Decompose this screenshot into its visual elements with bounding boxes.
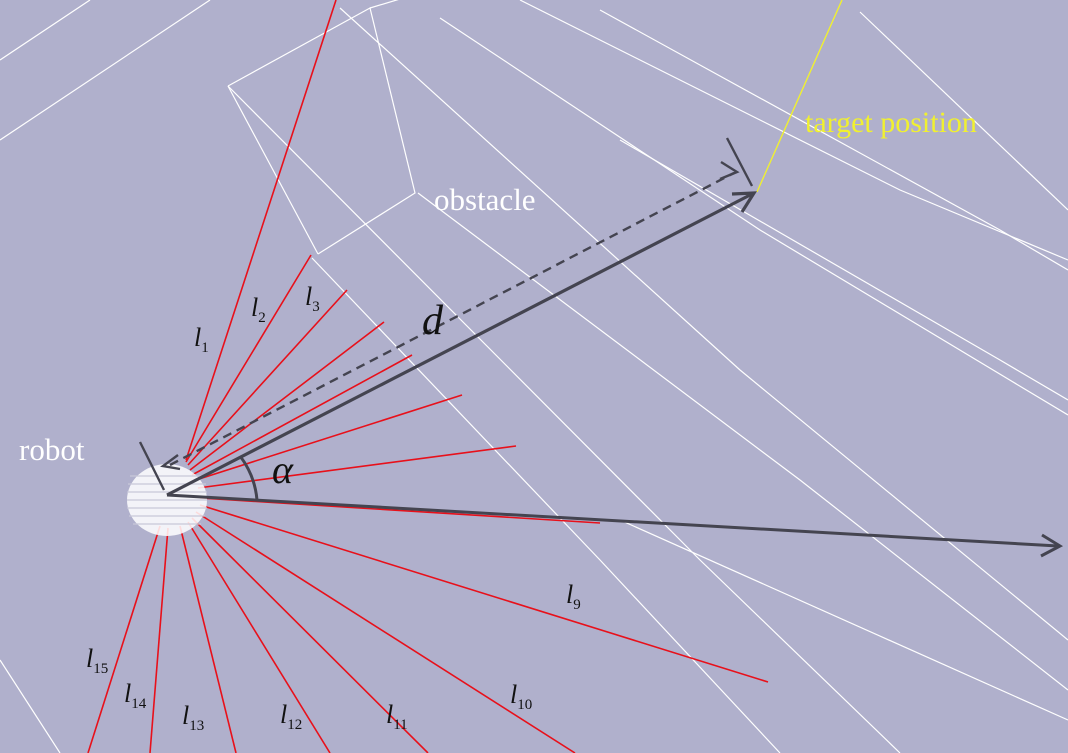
sensor-ray-9 (199, 504, 769, 683)
ray-label-l1: l1 (194, 323, 209, 356)
obstacle-label: obstacle (434, 182, 536, 217)
ray-label-l9: l9 (566, 580, 581, 613)
ray-label-l2: l2 (251, 293, 266, 326)
ray-labels: l1 l2 l3 l9 l10 l11 l12 l13 l14 l15 (86, 282, 581, 734)
sensor-ray-2 (185, 254, 312, 463)
sensor-ray-1 (185, 0, 337, 461)
ray-label-l11: l11 (386, 700, 408, 733)
distance-vector (138, 137, 754, 491)
angle-arc (238, 455, 259, 501)
sensor-rays (87, 0, 769, 753)
ray-label-l3: l3 (305, 282, 320, 315)
sensor-ray-4 (189, 321, 385, 471)
heading-vector (166, 493, 1064, 558)
sensor-ray-12 (187, 521, 331, 753)
sensor-ray-7 (197, 445, 517, 489)
ray-label-l10: l10 (510, 680, 532, 713)
target-direction-vector (166, 191, 757, 497)
target-marker-line (756, 0, 843, 193)
ray-label-l15: l15 (86, 644, 108, 677)
robot-body (127, 464, 207, 536)
ray-label-l13: l13 (182, 701, 204, 734)
sensor-ray-15 (87, 525, 161, 753)
sensor-ray-14 (149, 527, 169, 753)
angle-label: α (272, 447, 294, 492)
distance-label: d (422, 298, 444, 344)
sensor-ray-6 (195, 394, 463, 481)
sensor-ray-11 (191, 517, 429, 753)
target-position-label: target position (805, 106, 977, 139)
sensor-ray-10 (195, 511, 576, 753)
sensor-ray-13 (179, 525, 237, 753)
sensor-ray-5 (191, 354, 413, 476)
sensor-ray-3 (187, 289, 348, 466)
ray-label-l14: l14 (124, 679, 147, 712)
ray-label-l12: l12 (280, 700, 302, 733)
robot-label: robot (19, 432, 85, 467)
